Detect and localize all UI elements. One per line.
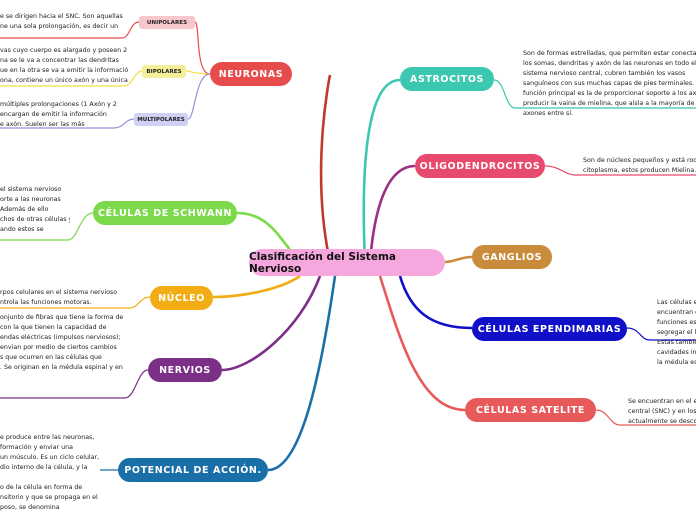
sub-unipolares[interactable]: UNIPOLARES	[139, 16, 195, 29]
sub-bipolares[interactable]: BIPOLARES	[142, 65, 186, 78]
node-satelite[interactable]: CÉLULAS SATELITE	[465, 398, 596, 422]
text-schwann: el sistema nervioso orte a las neuronas …	[0, 186, 70, 233]
link-nucleo	[212, 274, 301, 299]
text-ependimarias: Las células ep encuentran de funciones e…	[657, 299, 696, 366]
node-nervios[interactable]: NERVIOS	[148, 358, 222, 382]
node-ganglios[interactable]: GANGLIOS	[472, 245, 552, 269]
link-neuronas	[319, 74, 332, 263]
link-satelite	[378, 275, 466, 412]
text-nucleo: rpos celulares en el sistema nervioso nt…	[0, 289, 118, 306]
text-unipolares: e se dirigen hacia el SNC. Son aquellas …	[0, 13, 123, 30]
text-potencial: e produce entre las neuronas, formación …	[0, 434, 100, 511]
link-multipolares	[187, 73, 211, 120]
link-bipolares	[185, 70, 211, 75]
text-nervios: onjunto de fibras que tiene la forma de …	[0, 314, 125, 371]
link-nervios	[221, 275, 322, 372]
link-astrocitos	[362, 78, 401, 263]
node-potencial-de-accion[interactable]: POTENCIAL DE ACCIÓN.	[118, 458, 268, 482]
link-ganglios	[444, 255, 473, 264]
link-unipolares	[194, 21, 211, 75]
node-ependimarias[interactable]: CÉLULAS EPENDIMARIAS	[472, 317, 627, 341]
sub-multipolares[interactable]: MULTIPOLARES	[134, 113, 188, 126]
text-oligodendrocitos: Son de núcleos pequeños y está rodeado c…	[583, 157, 696, 174]
link-oligodendrocitos	[368, 164, 416, 263]
text-multipolares: múltiples prolongaciones (1 Axón y 2 enc…	[0, 101, 117, 128]
node-astrocitos[interactable]: ASTROCITOS	[400, 67, 494, 91]
central-topic[interactable]: Clasificación del Sistema Nervioso	[249, 249, 445, 276]
node-nucleo[interactable]: NÚCLEO	[150, 286, 213, 310]
node-schwann[interactable]: CÉLULAS DE SCHWANN	[93, 201, 237, 225]
node-oligodendrocitos[interactable]: OLIGODENDROCITOS	[415, 154, 545, 178]
text-astrocitos: Son de formas estrelladas, que permiten …	[523, 50, 696, 117]
node-neuronas[interactable]: NEURONAS	[210, 62, 292, 86]
text-bipolares: vas cuyo cuerpo es alargado y poseen 2 n…	[0, 47, 128, 84]
link-potencial	[267, 275, 337, 472]
link-ependimarias	[398, 275, 473, 330]
